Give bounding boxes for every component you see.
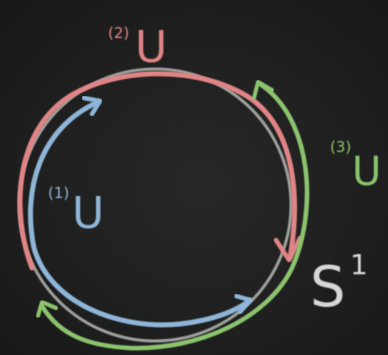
- arc-u1: [28, 99, 253, 328]
- label-u1-index: (1): [48, 184, 69, 202]
- label-s1-exponent: 1: [350, 248, 368, 281]
- arrowhead-u3-top: [252, 80, 274, 100]
- arrowhead-u1-top: [81, 95, 103, 117]
- arrowhead-u1-bottom: [233, 293, 253, 315]
- label-u3-index: (3): [330, 138, 351, 156]
- label-u3-letter: U: [352, 149, 381, 195]
- label-u2-index: (2): [108, 24, 129, 42]
- arc-u3: [39, 81, 310, 351]
- arrowhead-u3-bottom: [36, 300, 58, 318]
- label-u2-letter: U: [135, 22, 167, 73]
- label-u1-letter: U: [72, 188, 104, 239]
- arc-u2: [17, 71, 297, 271]
- label-s1: S: [310, 255, 346, 320]
- arrowhead-u2: [273, 235, 303, 263]
